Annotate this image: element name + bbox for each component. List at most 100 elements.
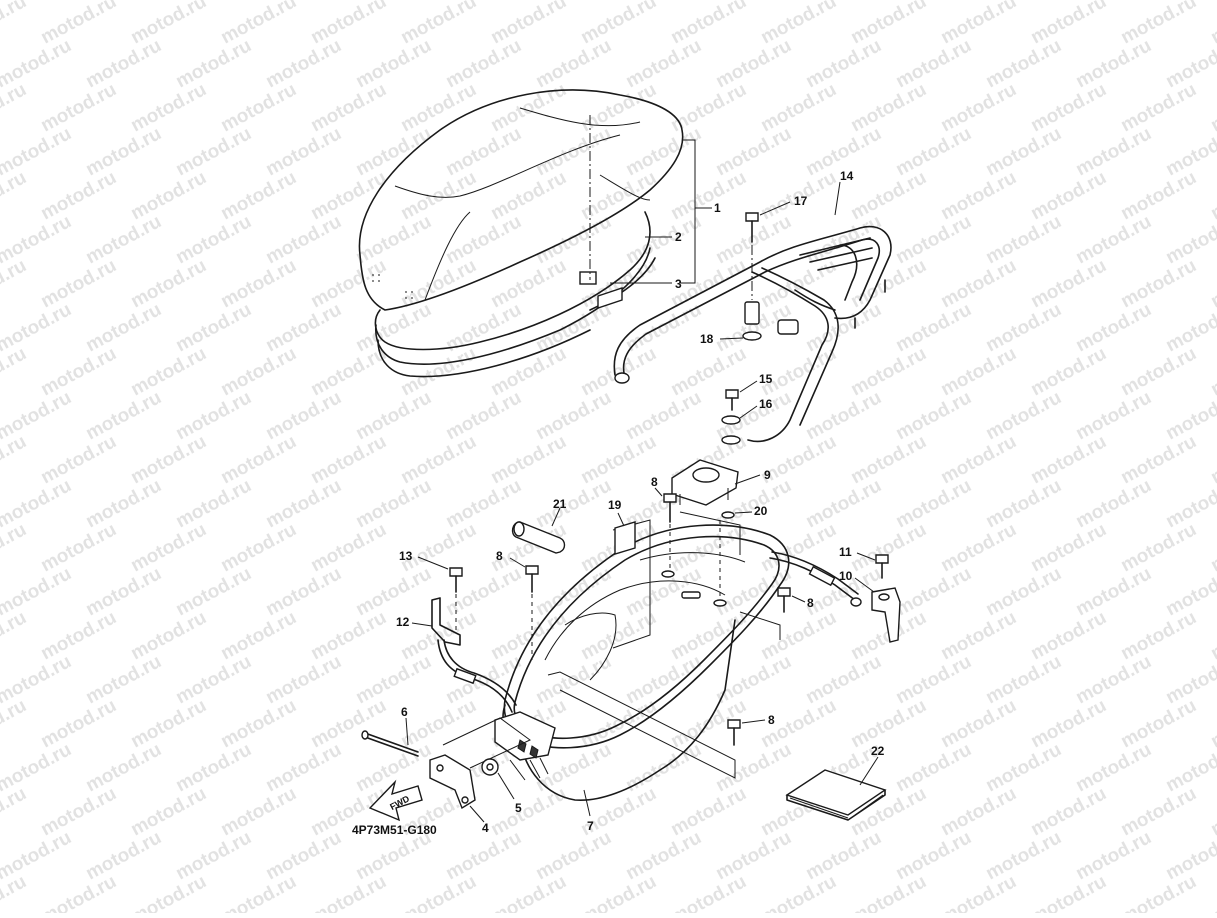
watermark-text: motod.ru	[397, 0, 480, 48]
watermark-text: motod.ru	[1072, 211, 1155, 268]
watermark-text: motod.ru	[1027, 255, 1110, 312]
watermark-text: motod.ru	[307, 79, 390, 136]
watermark-text: motod.ru	[0, 79, 30, 136]
watermark-text: motod.ru	[892, 299, 975, 356]
watermark-text: motod.ru	[262, 387, 345, 444]
watermark-text: motod.ru	[802, 387, 885, 444]
watermark-text: motod.ru	[217, 0, 300, 48]
rear-carrier	[613, 181, 892, 445]
watermark-text: motod.ru	[307, 343, 390, 400]
watermark-text: motod.ru	[712, 387, 795, 444]
watermark-text: motod.ru	[82, 387, 165, 444]
watermark-text: motod.ru	[892, 387, 975, 444]
watermark-text: motod.ru	[487, 255, 570, 312]
watermark-text: motod.ru	[127, 519, 210, 576]
watermark-text: motod.ru	[37, 519, 120, 576]
callout-20: 20	[754, 504, 768, 518]
watermark-text: motod.ru	[937, 695, 1020, 752]
watermark-text: motod.ru	[622, 387, 705, 444]
watermark-text: motod.ru	[1117, 695, 1200, 752]
watermark-text: motod.ru	[487, 0, 570, 48]
callout-17: 17	[794, 194, 808, 208]
watermark-text: motod.ru	[1117, 783, 1200, 840]
callout-12: 12	[396, 615, 410, 629]
watermark-text: motod.ru	[82, 651, 165, 708]
watermark-text: motod.ru	[1117, 79, 1200, 136]
watermark-text: motod.ru	[172, 827, 255, 884]
callout-4: 4	[482, 821, 489, 835]
watermark-text: motod.ru	[937, 79, 1020, 136]
callout-16: 16	[759, 397, 773, 411]
watermark-text: motod.ru	[307, 167, 390, 224]
watermark-text: motod.ru	[982, 35, 1065, 92]
watermark-text: motod.ru	[127, 783, 210, 840]
callout-5: 5	[515, 801, 522, 815]
watermark-text: motod.ru	[667, 783, 750, 840]
watermark-text: motod.ru	[172, 651, 255, 708]
watermark-text: motod.ru	[892, 475, 975, 532]
watermark-text: motod.ru	[622, 123, 705, 180]
watermark-text: motod.ru	[352, 211, 435, 268]
watermark-text: motod.ru	[352, 475, 435, 532]
watermark-text: motod.ru	[802, 475, 885, 532]
watermark-text: motod.ru	[307, 431, 390, 488]
watermark-text: motod.ru	[127, 871, 210, 913]
watermark-text: motod.ru	[982, 827, 1065, 884]
callout-3: 3	[675, 277, 682, 291]
callout-15: 15	[759, 372, 773, 386]
watermark-text: motod.ru	[82, 563, 165, 620]
watermark-text: motod.ru	[847, 79, 930, 136]
watermark-text: motod.ru	[172, 475, 255, 532]
watermark-text: motod.ru	[1207, 343, 1217, 400]
watermark-text: motod.ru	[577, 343, 660, 400]
watermark-text: motod.ru	[127, 79, 210, 136]
watermark-text: motod.ru	[847, 343, 930, 400]
watermark-text: motod.ru	[442, 35, 525, 92]
watermark-text: motod.ru	[1072, 739, 1155, 796]
watermark-text: motod.ru	[127, 167, 210, 224]
watermark-text: motod.ru	[532, 123, 615, 180]
watermark-text: motod.ru	[127, 343, 210, 400]
watermark-text: motod.ru	[1207, 431, 1217, 488]
callout-8-left: 8	[496, 549, 503, 563]
watermark-text: motod.ru	[982, 563, 1065, 620]
watermark-text: motod.ru	[1072, 651, 1155, 708]
watermark-text: motod.ru	[577, 79, 660, 136]
watermark-text: motod.ru	[262, 299, 345, 356]
watermark-text: motod.ru	[1072, 827, 1155, 884]
watermark-text: motod.ru	[1117, 519, 1200, 576]
watermark-text: motod.ru	[307, 695, 390, 752]
watermark-text: motod.ru	[1072, 563, 1155, 620]
watermark-text: motod.ru	[622, 651, 705, 708]
watermark-text: motod.ru	[667, 167, 750, 224]
storage-box	[442, 511, 790, 817]
watermark-text: motod.ru	[262, 563, 345, 620]
watermark-text: motod.ru	[982, 123, 1065, 180]
watermark-text: motod.ru	[937, 167, 1020, 224]
watermark-text: motod.ru	[397, 79, 480, 136]
watermark-text: motod.ru	[127, 0, 210, 48]
watermark-text: motod.ru	[622, 35, 705, 92]
watermark-text: motod.ru	[217, 783, 300, 840]
seat-lock	[614, 459, 761, 600]
watermark-text: motod.ru	[892, 563, 975, 620]
watermark-text: motod.ru	[802, 651, 885, 708]
watermark-text: motod.ru	[667, 79, 750, 136]
watermark-text: motod.ru	[442, 827, 525, 884]
watermark-text: motod.ru	[37, 783, 120, 840]
watermark-text: motod.ru	[37, 167, 120, 224]
watermark-text: motod.ru	[1072, 123, 1155, 180]
watermark-text: motod.ru	[37, 431, 120, 488]
watermark-text: motod.ru	[127, 431, 210, 488]
watermark-text: motod.ru	[1207, 783, 1217, 840]
watermark-text: motod.ru	[217, 255, 300, 312]
watermark-text: motod.ru	[847, 167, 930, 224]
watermark-text: motod.ru	[217, 607, 300, 664]
watermark-text: motod.ru	[802, 299, 885, 356]
watermark-text: motod.ru	[937, 783, 1020, 840]
watermark-text: motod.ru	[802, 35, 885, 92]
watermark-text: motod.ru	[217, 79, 300, 136]
watermark-text: motod.ru	[307, 0, 390, 48]
watermark-text: motod.ru	[1207, 0, 1217, 48]
watermark-text: motod.ru	[37, 0, 120, 48]
